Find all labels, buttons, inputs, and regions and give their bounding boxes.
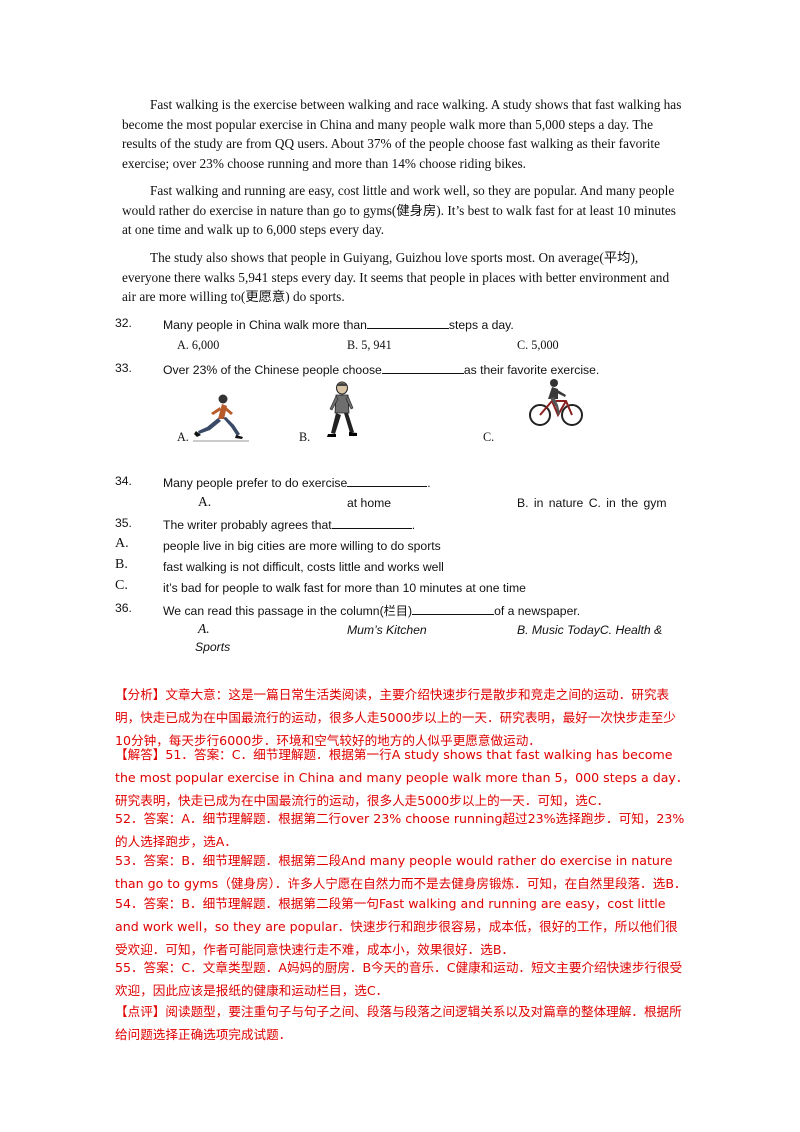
option-a: people live in big cities are more willi… [163,539,441,553]
options-b-c: B. Music TodayC. Health & [517,623,663,637]
question-number: 36. [115,601,132,615]
answer-blank [347,474,428,487]
stem-text: Many people prefer to do exercise [163,476,348,490]
option-a: A. [177,430,189,444]
question-36-stem: We can read this passage in the column(栏… [163,601,580,619]
stem-text: We can read this passage in the column(栏… [163,604,413,618]
stem-text: . [411,518,416,532]
option-b: B. 5, 941 [347,338,392,352]
stem-text: as their favorite exercise. [463,363,600,377]
option-a-letter: A. [115,536,129,551]
answer-blank [412,602,495,615]
answer-blank [331,516,412,529]
answer-52: 52．答案：A．细节理解题．根据第二行over 23% choose runni… [115,811,685,849]
question-34-stem: Many people prefer to do exercise. [163,474,431,490]
passage-paragraph-1: Fast walking is the exercise between wal… [122,97,682,171]
stem-text: Many people in China walk more than [163,318,367,332]
question-number: 32. [115,316,132,330]
option-a: Mum’s Kitchen [347,623,427,637]
answer-53: 53．答案：B．细节理解题．根据第二段And many people would… [115,853,687,891]
option-b-letter: B. [115,557,128,572]
passage-paragraph-2: Fast walking and running are easy, cost … [122,183,676,237]
cyclist-icon [529,379,583,426]
options-b-c: B. in nature C. in the gym [517,496,667,510]
option-a-letter: A. [198,494,212,509]
option-b: B. [299,430,311,444]
option-c-letter: C. [115,578,128,593]
option-c: C. [483,430,495,444]
answer-54: 54．答案：B．细节理解题．根据第二段第一句Fast walking and r… [115,896,678,957]
question-35-stem: The writer probably agrees that. [163,516,415,532]
option-b: fast walking is not difficult, costs lit… [163,560,444,574]
stem-text: steps a day. [448,318,514,332]
stem-text: of a newspaper. [494,604,581,618]
option-a: at home [347,496,392,510]
analysis-text: 【分析】文章大意：这是一篇日常生活类阅读，主要介绍快速步行是散步和竞走之间的运动… [115,687,676,748]
question-number: 34. [115,474,132,488]
answer-blank [381,361,464,374]
question-number: 35. [115,516,132,530]
option-a: A. 6,000 [177,338,220,352]
walking-man-icon [327,381,357,437]
answer-51: 【解答】51．答案：C．细节理解题．根据第一行A study shows tha… [115,747,689,808]
stem-text: Over 23% of the Chinese people choose [163,363,382,377]
option-c-continued: Sports [195,640,231,654]
stem-text: . [427,476,431,490]
question-33-stem: Over 23% of the Chinese people choose as … [163,361,599,377]
option-a-letter: A. [198,621,210,636]
comment-text: 【点评】阅读题型，要注重句子与句子之间、段落与段落之间逻辑关系以及对篇章的整体理… [115,1004,682,1042]
running-man-icon [193,394,249,442]
question-32-stem: Many people in China walk more than steps… [163,316,514,332]
option-c: C. 5,000 [517,338,559,352]
stem-text: The writer probably agrees that [163,518,332,532]
answer-55: 55．答案：C．文章类型题．A妈妈的厨房．B今天的音乐．C健康和运动．短文主要介… [115,960,683,998]
option-c: it’s bad for people to walk fast for mor… [163,581,526,595]
answer-blank [366,316,449,329]
passage-paragraph-3: The study also shows that people in Guiy… [122,250,670,304]
question-number: 33. [115,361,132,375]
